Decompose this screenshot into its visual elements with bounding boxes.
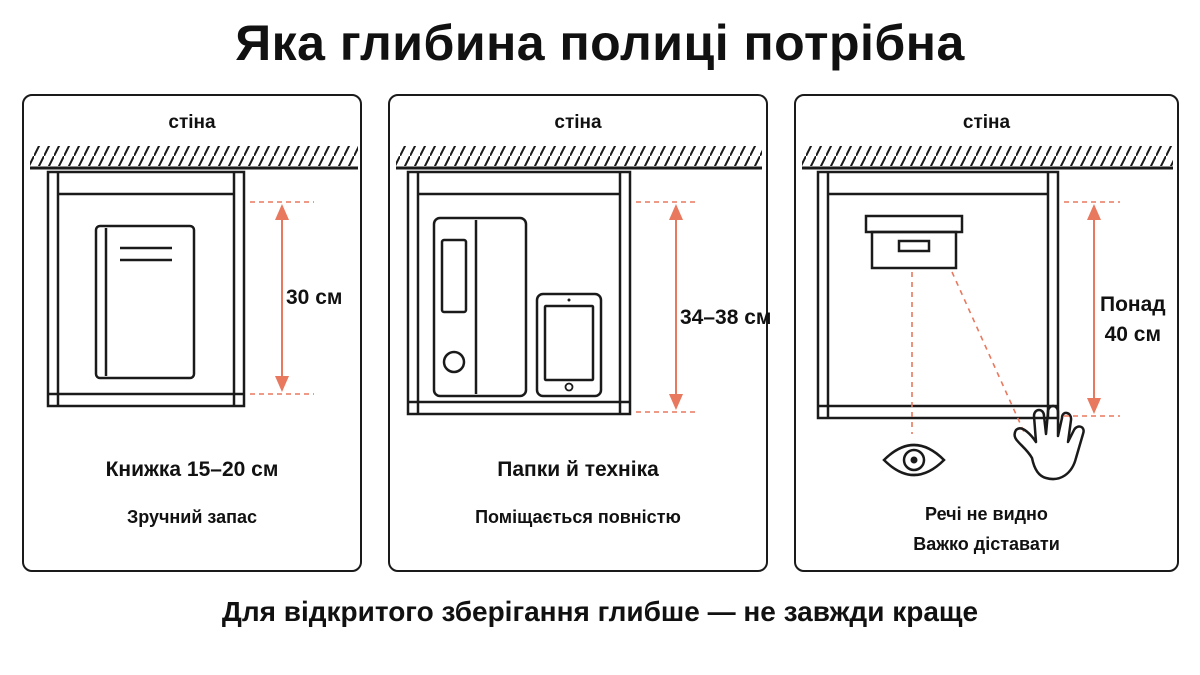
panel-subcaption: Поміщається повністю [475,507,681,527]
wall-label: стіна [168,112,216,133]
shelf-frame [406,170,632,416]
panel-book-shelf: стіна 30 см Книжка 15–20 см Зручний запа… [22,94,362,572]
wall-label: стіна [962,112,1011,133]
footer-note: Для відкритого зберігання глибше — не за… [221,596,979,627]
hand-icon [1013,404,1085,481]
storage-box-icon [864,214,964,270]
wall-hatch [802,146,1173,170]
tablet-icon [535,292,603,398]
panel-subcaption: Зручний запас [126,507,258,527]
binder-icon [432,216,528,398]
panel-caption: Речі не видно [925,504,1048,524]
depth-dimension [1064,201,1120,417]
shelf-diagram-1 [30,146,358,408]
depth-dimension [250,201,314,395]
panel-caption: Книжка 15–20 см [105,458,279,481]
panel-subcaption: Важко діставати [913,534,1060,554]
depth-label-line1: Понад [1100,293,1166,316]
book-icon [94,224,196,380]
depth-label: 30 см [286,286,343,309]
wall-label: стіна [554,112,602,133]
page-title: Яка глибина полиці потрібна [235,15,965,71]
shelf-diagram-2 [396,146,762,416]
depth-dimension [636,201,696,413]
wall-hatch [30,146,358,170]
panel-deep-shelf: стіна Понад 40 см Речі не видно Важко ді… [794,94,1179,572]
shelf-diagram-3 [802,146,1173,481]
depth-label-line2: 40 см [1104,323,1162,346]
shelf-frame [816,170,1060,420]
depth-label: Понад 40 см [1100,290,1166,350]
panel-folders-shelf: стіна 34–38 см Папки й техніка Поміщаєть… [388,94,772,572]
wall-hatch [396,146,762,170]
eye-icon [882,443,946,477]
depth-label: 34–38 см [680,306,772,329]
shelf-frame [46,170,246,408]
panel-caption: Папки й техніка [497,458,659,481]
sight-lines [911,271,1025,434]
